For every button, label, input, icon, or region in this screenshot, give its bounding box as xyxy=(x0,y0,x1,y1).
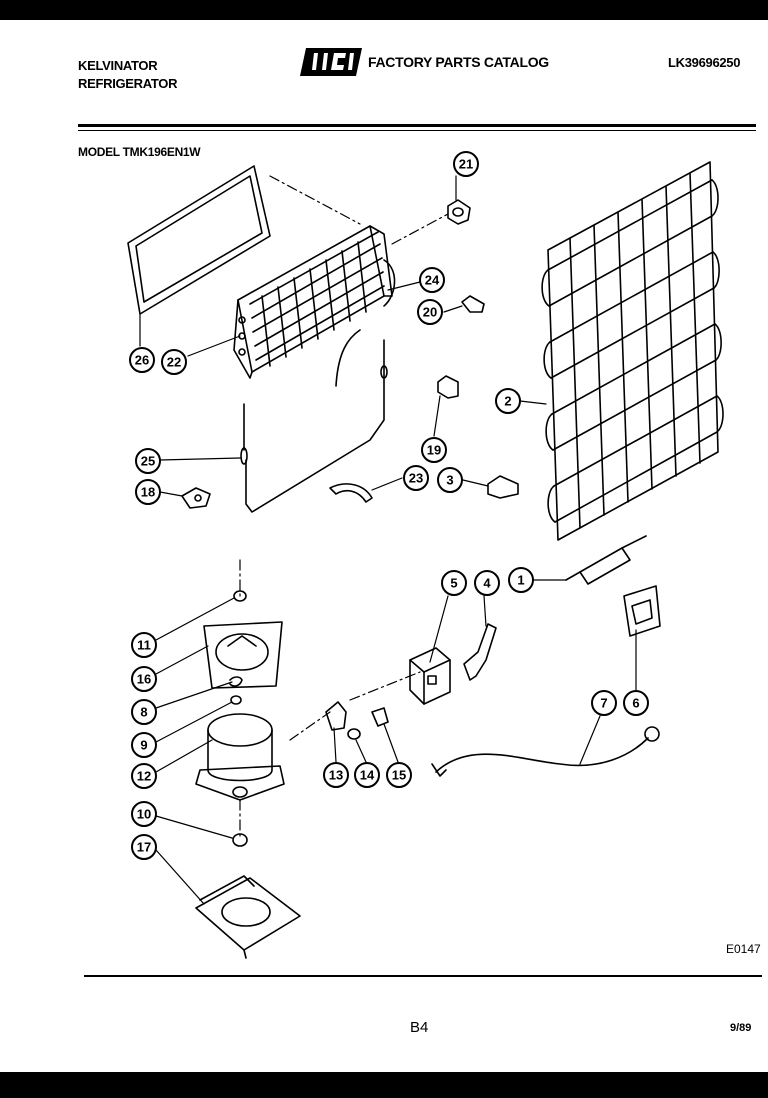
overload-protector xyxy=(463,623,497,681)
part-9-grommet xyxy=(230,695,242,705)
part-10-grommet xyxy=(232,833,248,847)
part-11-grommet xyxy=(233,590,247,602)
svg-text:11: 11 xyxy=(137,638,151,653)
svg-text:12: 12 xyxy=(137,769,151,784)
condenser-coil xyxy=(541,161,724,541)
header-rule-thin xyxy=(78,130,756,131)
top-border xyxy=(0,0,768,20)
callout-15: 15 xyxy=(386,762,412,788)
part-18-clip xyxy=(181,487,211,509)
svg-text:18: 18 xyxy=(141,485,155,500)
header-rule-thick xyxy=(78,124,756,127)
svg-text:2: 2 xyxy=(504,394,511,409)
callout-9: 9 xyxy=(131,732,157,758)
brand-name: KELVINATOR xyxy=(78,58,158,73)
svg-text:9: 9 xyxy=(140,738,147,753)
wci-logo xyxy=(300,48,362,76)
part-21-grommet xyxy=(447,199,471,225)
callout-18: 18 xyxy=(135,479,161,505)
svg-text:8: 8 xyxy=(140,705,147,720)
part-13-clip xyxy=(325,701,347,731)
svg-text:7: 7 xyxy=(600,696,607,711)
callout-6: 6 xyxy=(623,690,649,716)
catalog-title: FACTORY PARTS CATALOG xyxy=(368,54,549,70)
part-8-clip xyxy=(229,676,243,687)
callout-22: 22 xyxy=(161,349,187,375)
svg-text:1: 1 xyxy=(517,573,524,588)
svg-text:23: 23 xyxy=(409,471,423,486)
svg-text:17: 17 xyxy=(137,840,151,855)
bottom-border xyxy=(0,1072,768,1098)
filter-drier xyxy=(565,535,647,585)
callout-23: 23 xyxy=(403,465,429,491)
document-code: LK39696250 xyxy=(668,55,741,70)
product-name: REFRIGERATOR xyxy=(78,76,178,91)
callout-10: 10 xyxy=(131,801,157,827)
callout-2: 2 xyxy=(495,388,521,414)
callout-20: 20 xyxy=(417,299,443,325)
callout-5: 5 xyxy=(441,570,467,596)
svg-text:4: 4 xyxy=(483,576,491,591)
relay xyxy=(409,647,451,705)
part-16-cover xyxy=(203,621,283,689)
callout-14: 14 xyxy=(354,762,380,788)
svg-text:25: 25 xyxy=(141,454,155,469)
part-3-bracket xyxy=(487,475,519,499)
mounting-bracket xyxy=(623,585,661,637)
power-cord xyxy=(431,726,660,777)
model-number: MODEL TMK196EN1W xyxy=(78,145,201,159)
callout-17: 17 xyxy=(131,834,157,860)
compressor-mounting-plate xyxy=(195,875,301,959)
compressor xyxy=(195,713,285,801)
svg-text:21: 21 xyxy=(459,157,473,172)
part-23-strap xyxy=(329,483,373,503)
footer-rule xyxy=(84,975,762,977)
callout-25: 25 xyxy=(135,448,161,474)
callout-21: 21 xyxy=(453,151,479,177)
part-15-clip xyxy=(371,707,389,727)
callout-3: 3 xyxy=(437,467,463,493)
callout-16: 16 xyxy=(131,666,157,692)
revision-date: 9/89 xyxy=(730,1022,752,1034)
callout-8: 8 xyxy=(131,699,157,725)
svg-text:10: 10 xyxy=(137,807,151,822)
callout-24: 24 xyxy=(419,267,445,293)
diagram-code: E0147 xyxy=(726,942,761,956)
svg-text:6: 6 xyxy=(632,696,639,711)
callout-7: 7 xyxy=(591,690,617,716)
svg-text:3: 3 xyxy=(446,473,453,488)
svg-text:15: 15 xyxy=(392,768,406,783)
svg-text:16: 16 xyxy=(137,672,151,687)
svg-text:14: 14 xyxy=(360,768,375,783)
callout-12: 12 xyxy=(131,763,157,789)
callout-26: 26 xyxy=(129,347,155,373)
callout-19: 19 xyxy=(421,437,447,463)
svg-text:13: 13 xyxy=(329,768,343,783)
evaporator-cover-panel xyxy=(127,165,271,315)
evaporator-coil xyxy=(233,225,393,379)
svg-text:19: 19 xyxy=(427,443,441,458)
callout-4: 4 xyxy=(474,570,500,596)
svg-text:22: 22 xyxy=(167,355,181,370)
part-14-grommet xyxy=(347,728,361,740)
part-19-clip xyxy=(437,375,459,399)
callout-11: 11 xyxy=(131,632,157,658)
page-number: B4 xyxy=(410,1019,429,1036)
callout-13: 13 xyxy=(323,762,349,788)
part-20-clip xyxy=(461,295,485,313)
svg-text:5: 5 xyxy=(450,576,457,591)
svg-text:24: 24 xyxy=(425,273,440,288)
svg-text:26: 26 xyxy=(135,353,149,368)
svg-text:20: 20 xyxy=(423,305,437,320)
callout-1: 1 xyxy=(508,567,534,593)
